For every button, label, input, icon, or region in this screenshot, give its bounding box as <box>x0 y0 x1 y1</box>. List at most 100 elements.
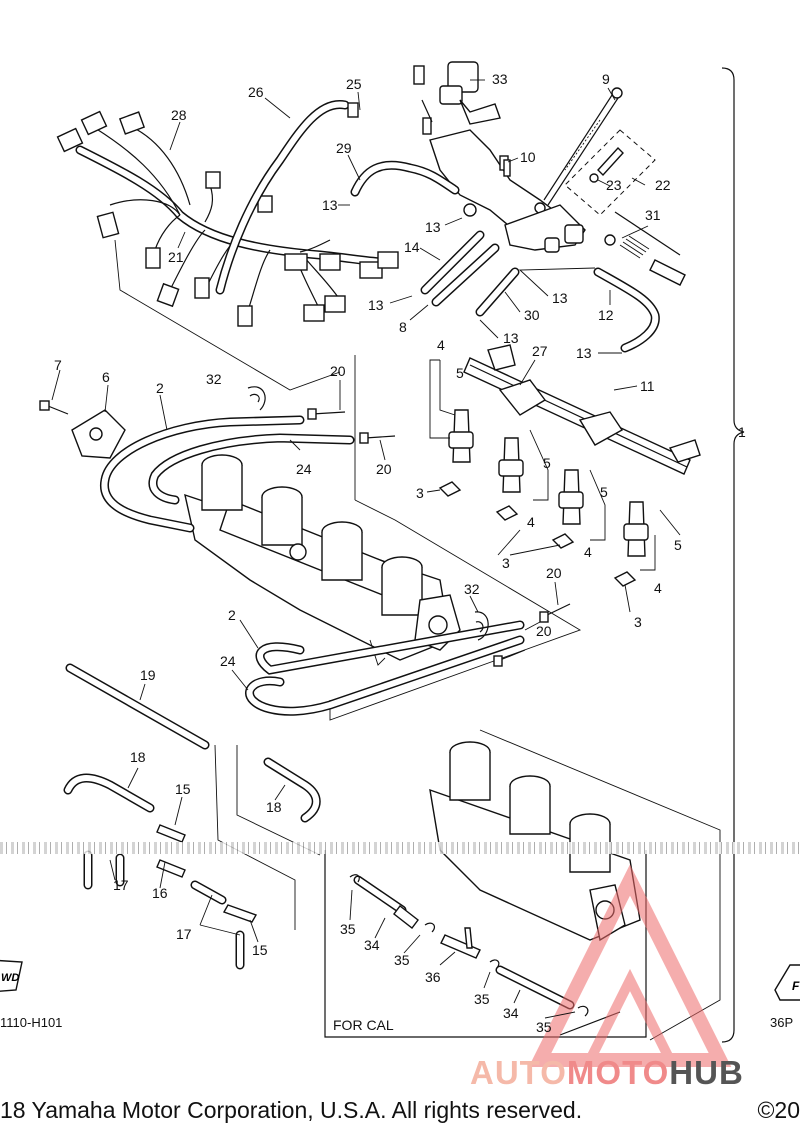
part-code-left: 1110-H101 <box>0 1015 62 1030</box>
callout-5: 5 <box>674 537 682 553</box>
callout-4: 4 <box>584 544 592 560</box>
callout-10: 10 <box>520 149 536 165</box>
injector-callout-lines <box>429 359 681 571</box>
callout-33: 33 <box>492 71 508 87</box>
copyright-year: ©20 <box>757 1097 800 1123</box>
callout-35: 35 <box>536 1019 552 1035</box>
callout-29: 29 <box>336 140 352 156</box>
callout-13: 13 <box>368 297 384 313</box>
callout-26: 26 <box>248 84 264 100</box>
callout-21: 21 <box>168 249 184 265</box>
watermark-moto: MOTO <box>566 1054 670 1091</box>
callout-24: 24 <box>220 653 236 669</box>
spring-31 <box>604 211 686 286</box>
callout-5: 5 <box>600 484 608 500</box>
callout-14: 14 <box>404 239 420 255</box>
callout-2: 2 <box>228 607 236 623</box>
callout-2: 2 <box>156 380 164 396</box>
callout-numbers: 1 2 2 3 3 3 3 4 4 4 4 5 5 5 5 6 7 8 9 10… <box>54 71 746 1035</box>
callout-25: 25 <box>346 76 362 92</box>
for-cal-inset <box>324 850 647 1038</box>
scan-tear-line <box>0 842 800 854</box>
bolts-20 <box>307 408 571 667</box>
watermark-logo: AUTOMOTOHUB <box>470 1054 744 1092</box>
watermark-hub: HUB <box>669 1054 744 1091</box>
callout-23: 23 <box>606 177 622 193</box>
lower-hoses <box>63 663 321 970</box>
assembly-bracket <box>721 67 745 1043</box>
callout-24: 24 <box>296 461 312 477</box>
clip-32-b <box>474 611 489 641</box>
leader-lines <box>51 79 649 1019</box>
watermark-triangle <box>528 864 732 1067</box>
for-cal-label: FOR CAL <box>333 1017 394 1033</box>
footer: 18 Yamaha Motor Corporation, U.S.A. All … <box>0 1097 800 1131</box>
callout-19: 19 <box>140 667 156 683</box>
callout-18: 18 <box>266 799 282 815</box>
callout-3: 3 <box>416 485 424 501</box>
callout-12: 12 <box>598 307 614 323</box>
callout-30: 30 <box>524 307 540 323</box>
callout-20: 20 <box>546 565 562 581</box>
callout-4: 4 <box>654 580 662 596</box>
callout-34: 34 <box>364 937 380 953</box>
hose-guide-a <box>214 744 296 930</box>
throttle-body-outline <box>329 499 582 721</box>
callout-16: 16 <box>152 885 168 901</box>
bolt-9 <box>543 87 623 206</box>
callout-7: 7 <box>54 357 62 373</box>
callout-13: 13 <box>503 330 519 346</box>
callout-20: 20 <box>330 363 346 379</box>
callout-11: 11 <box>640 378 655 394</box>
callout-4: 4 <box>527 514 535 530</box>
fuel-rail <box>463 344 701 475</box>
fwd-arrow-left: WD <box>0 959 23 992</box>
callout-5: 5 <box>456 365 464 381</box>
callout-15: 15 <box>175 781 191 797</box>
callout-3: 3 <box>502 555 510 571</box>
injectors <box>448 409 649 557</box>
callout-6: 6 <box>102 369 110 385</box>
clip-32-a <box>247 386 266 411</box>
callout-5: 5 <box>543 455 551 471</box>
callout-18: 18 <box>130 749 146 765</box>
hose-guide-b <box>236 745 321 856</box>
callout-36: 36 <box>425 969 441 985</box>
callout-17: 17 <box>176 926 192 942</box>
fwd-arrow-right: F <box>774 964 800 1001</box>
callout-20: 20 <box>376 461 392 477</box>
callout-32: 32 <box>464 581 480 597</box>
callout-9: 9 <box>602 71 610 87</box>
callout-20: 20 <box>536 623 552 639</box>
hose-26 <box>215 100 359 295</box>
watermark-auto: AUTO <box>470 1054 567 1091</box>
svg-text:WD: WD <box>1 972 19 984</box>
callout-22: 22 <box>655 177 671 193</box>
callout-13: 13 <box>425 219 441 235</box>
screw-23 <box>589 146 624 183</box>
hoses-2-24 <box>100 415 525 716</box>
callout-32: 32 <box>206 371 222 387</box>
callout-3: 3 <box>634 614 642 630</box>
callout-31: 31 <box>645 207 661 223</box>
callout-13: 13 <box>322 197 338 213</box>
sensor-bracket-assy <box>413 61 561 236</box>
callout-34: 34 <box>503 1005 519 1021</box>
callout-28: 28 <box>171 107 187 123</box>
wire-harness <box>56 110 399 327</box>
callout-8: 8 <box>399 319 407 335</box>
bracket-fittings <box>503 159 586 253</box>
callout-35: 35 <box>474 991 490 1007</box>
callout-17: 17 <box>113 877 129 893</box>
hoses-small <box>350 160 660 353</box>
part-code-right: 36P <box>770 1015 793 1030</box>
callout-1: 1 <box>738 424 746 440</box>
callout-35: 35 <box>394 952 410 968</box>
part-22-box <box>564 129 656 216</box>
callout-35: 35 <box>340 921 356 937</box>
collars-3 <box>438 481 637 587</box>
alt-body-outline <box>479 729 721 1041</box>
copyright-text: 18 Yamaha Motor Corporation, U.S.A. All … <box>0 1097 583 1123</box>
callout-13: 13 <box>552 290 568 306</box>
